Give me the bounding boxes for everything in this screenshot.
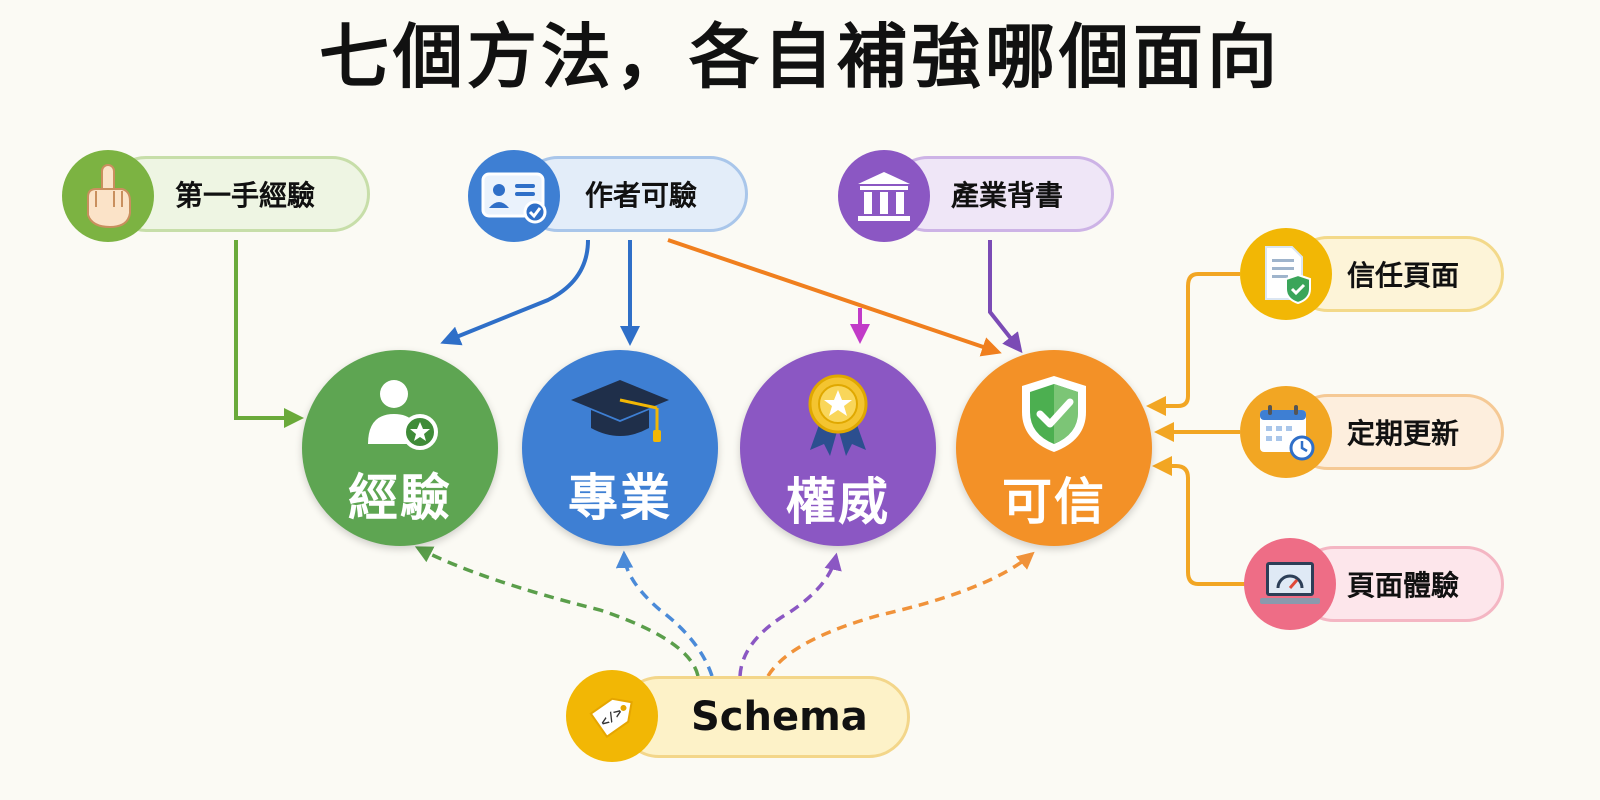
link-trustpage-trust	[1146, 272, 1240, 416]
method-pagexp-badge	[1244, 538, 1336, 630]
pillar-authority-label: 權威	[786, 473, 890, 531]
link-pagexp-trust	[1152, 456, 1248, 586]
link-schema-trust	[766, 551, 1035, 677]
method-schema-badge: </>	[566, 670, 658, 762]
pillar-expertise-label: 專業	[568, 469, 672, 527]
link-schema-authority	[738, 552, 842, 677]
method-author-badge	[468, 150, 560, 242]
link-schema-experience	[414, 546, 700, 677]
method-trustpage-label: 信任頁面	[1347, 259, 1460, 292]
method-schema-pill[interactable]: Schema	[618, 676, 910, 758]
link-firsthand-experience	[234, 240, 304, 428]
pillar-experience-node[interactable]: 經驗	[302, 350, 498, 546]
graduation-cap-icon	[571, 380, 669, 442]
method-pagexp-label: 頁面體驗	[1347, 569, 1460, 602]
method-update-label: 定期更新	[1347, 417, 1460, 450]
pillar-authority-node[interactable]: 權威	[740, 350, 936, 546]
method-firsthand-label: 第一手經驗	[175, 179, 316, 212]
code-tag-icon: </>	[589, 697, 633, 739]
id-card-icon	[481, 172, 547, 224]
document-shield-icon	[1265, 246, 1311, 305]
method-firsthand-badge	[62, 150, 154, 242]
method-schema-label: Schema	[691, 694, 868, 740]
method-update-pill[interactable]: 定期更新	[1290, 394, 1504, 470]
pillar-expertise-node[interactable]: 專業	[522, 350, 718, 546]
method-industry-badge	[838, 150, 930, 242]
calendar-clock-icon	[1260, 405, 1315, 461]
method-industry-label: 產業背書	[951, 179, 1064, 212]
pillar-trust-node[interactable]: 可信	[956, 350, 1152, 546]
link-author-trust	[667, 238, 1002, 357]
person-star-icon	[368, 380, 438, 450]
institution-icon	[858, 172, 910, 221]
method-trustpage-badge	[1240, 228, 1332, 320]
page-title: 七個方法，各自補強哪個面向	[319, 16, 1281, 98]
method-author-label: 作者可驗	[585, 179, 698, 212]
pillar-experience-label: 經驗	[348, 469, 452, 527]
link-schema-expertise	[615, 550, 714, 677]
method-industry-pill[interactable]: 產業背書	[890, 156, 1114, 232]
link-industry-trust	[988, 240, 1023, 354]
laptop-gauge-icon	[1260, 562, 1320, 604]
pointing-hand-icon	[87, 164, 131, 229]
method-update-badge	[1240, 386, 1332, 478]
pillar-trust-label: 可信	[1002, 473, 1106, 531]
award-medal-icon	[808, 374, 868, 456]
shield-check-icon	[1022, 376, 1086, 452]
link-author-experience	[440, 239, 590, 346]
